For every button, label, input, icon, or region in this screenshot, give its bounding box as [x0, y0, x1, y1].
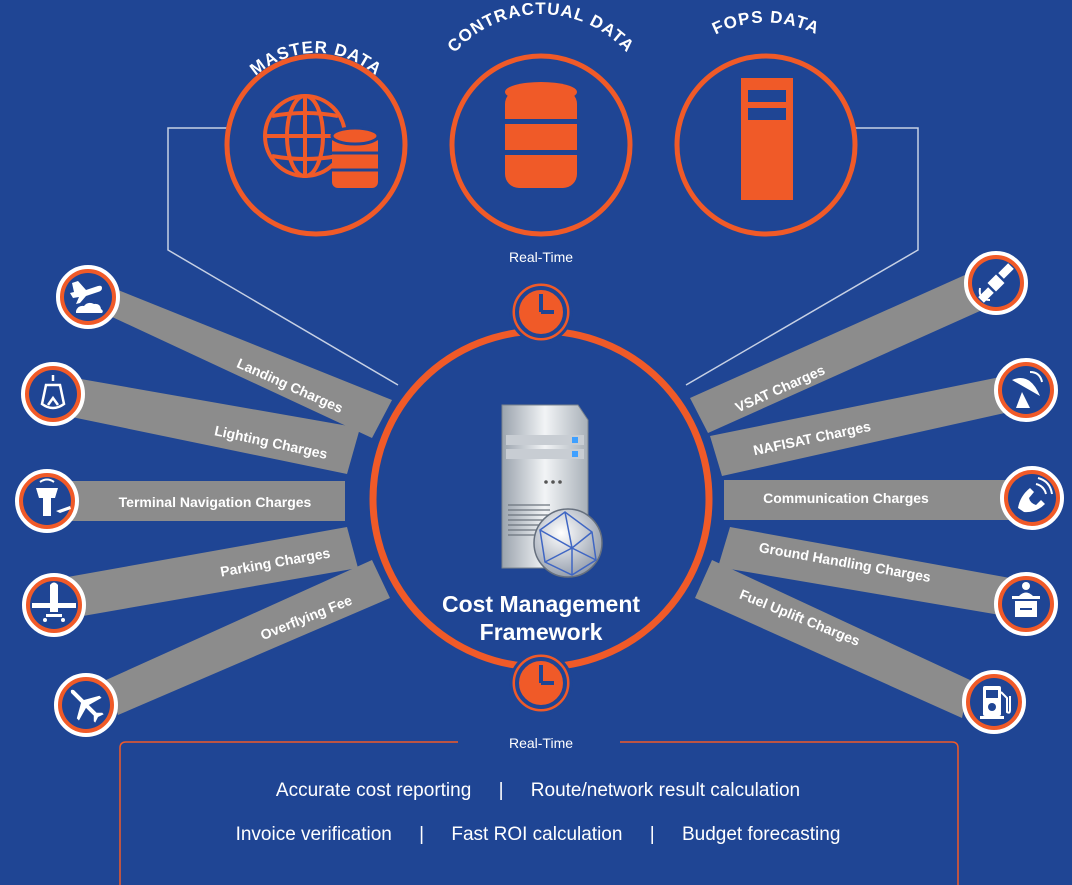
beam-overflying	[106, 560, 390, 715]
benefit-item: Route/network result calculation	[531, 780, 800, 801]
left-beams	[55, 278, 392, 715]
airplane-icon	[70, 689, 104, 723]
beam-vsat	[690, 266, 1000, 433]
beam-ground-handling	[718, 527, 1018, 618]
database-icon	[505, 82, 577, 188]
realtime-bottom-label: Real-Time	[509, 735, 573, 751]
lighting-icon-circle	[21, 362, 85, 426]
beam-terminal-navigation	[55, 481, 345, 521]
overflying-icon-circle	[54, 673, 118, 737]
center-title-line2: Framework	[480, 619, 603, 645]
benefit-separator: |	[419, 824, 424, 845]
connector-left	[167, 127, 399, 386]
benefits-row-1: Accurate cost reporting | Route/network …	[276, 780, 800, 801]
benefit-item: Fast ROI calculation	[451, 824, 622, 845]
connector-right	[685, 127, 919, 386]
nafisat-icon-circle	[994, 358, 1058, 422]
right-beams	[690, 266, 1018, 718]
contractual-data-label: CONTRACTUAL DATA	[444, 0, 639, 56]
phone-icon	[1018, 477, 1053, 513]
ground-handling-desk-icon	[1012, 582, 1040, 617]
ground-handling-icon-circle	[994, 572, 1058, 636]
parked-airplane-icon	[32, 582, 76, 622]
benefit-item: Accurate cost reporting	[276, 780, 471, 801]
clock-icon	[509, 651, 573, 715]
clock-icon	[509, 280, 573, 344]
server-tower-icon	[741, 78, 793, 200]
beam-parking	[60, 527, 358, 620]
beam-landing	[88, 278, 392, 438]
satellite-dish-icon	[1012, 371, 1043, 408]
realtime-top-label: Real-Time	[509, 249, 573, 265]
benefit-separator: |	[650, 824, 655, 845]
communication-icon-circle	[1000, 466, 1064, 530]
fuel-icon-circle	[962, 670, 1026, 734]
benefit-item: Invoice verification	[236, 824, 392, 845]
terminal-nav-icon-circle	[15, 469, 79, 533]
airplane-landing-icon	[70, 281, 103, 313]
right-charge-label: Communication Charges	[763, 490, 929, 506]
small-database-icon	[330, 126, 380, 188]
master-data-circle	[224, 53, 408, 237]
benefit-separator: |	[499, 780, 504, 801]
benefits-panel-frame	[119, 741, 959, 885]
benefits-row-2: Invoice verification | Fast ROI calculat…	[236, 824, 841, 845]
fuel-pump-icon	[980, 686, 1011, 719]
parking-icon-circle	[22, 573, 86, 637]
beam-lighting	[58, 375, 360, 474]
satellite-icon	[978, 263, 1014, 303]
light-bulb-icon	[40, 375, 66, 410]
fops-data-label: FOPS DATA	[709, 7, 822, 38]
beam-nafisat	[710, 375, 1018, 476]
server-globe-icon	[501, 404, 603, 578]
beam-fuel-uplift	[695, 560, 970, 718]
landing-icon-circle	[56, 265, 120, 329]
control-tower-icon	[36, 478, 71, 516]
benefit-item: Budget forecasting	[682, 824, 840, 845]
left-charge-label: Terminal Navigation Charges	[119, 494, 312, 510]
beam-communication	[724, 480, 1018, 520]
center-title-line1: Cost Management	[442, 591, 640, 617]
globe-database-icon	[263, 94, 347, 178]
vsat-icon-circle	[964, 251, 1028, 315]
